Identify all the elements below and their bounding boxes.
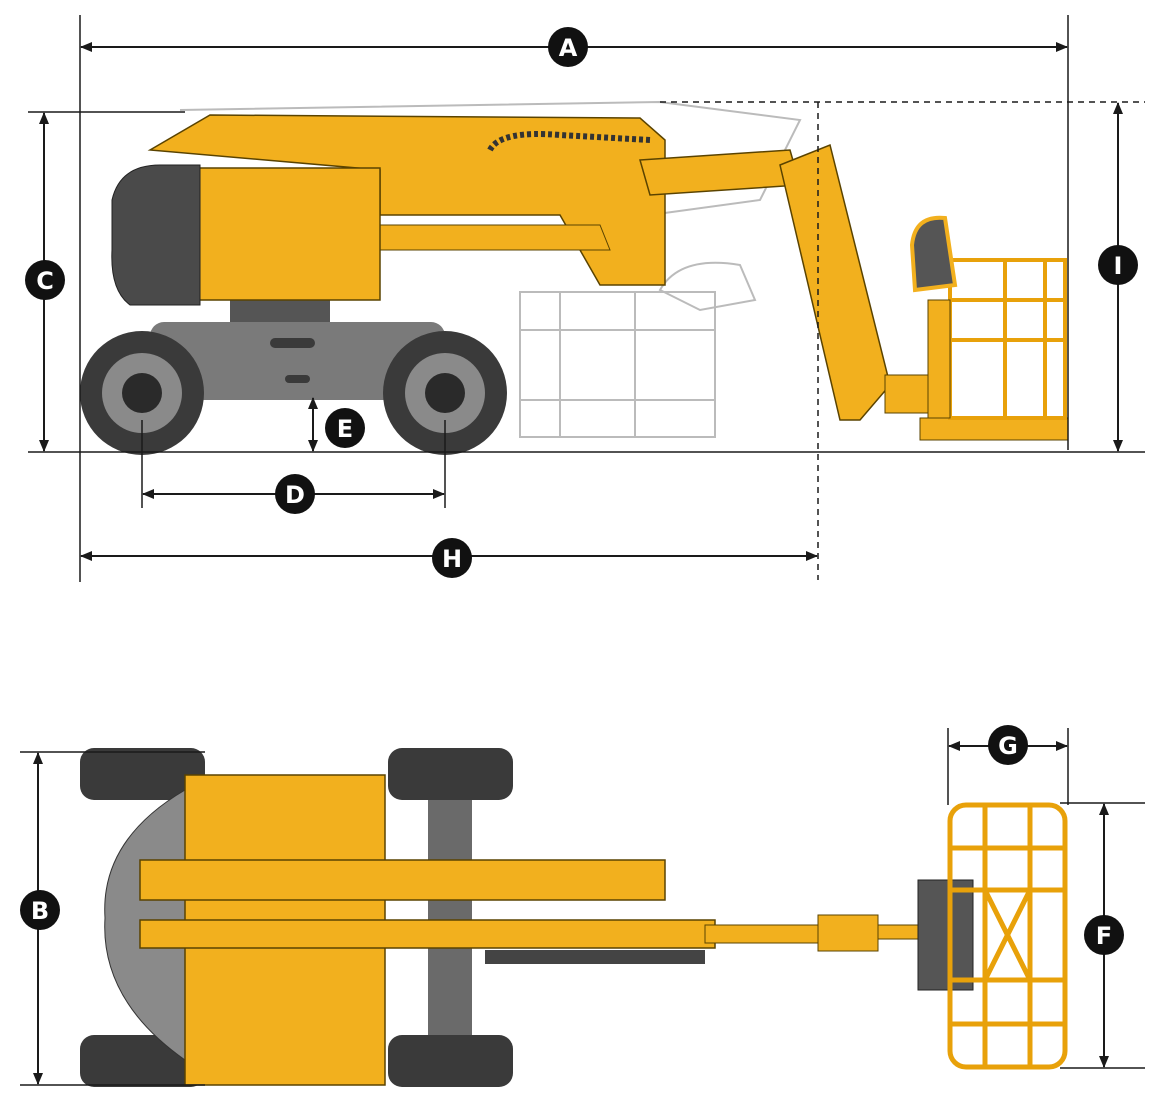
chassis <box>150 322 445 400</box>
jib-arm <box>779 143 891 421</box>
label-f: F <box>1084 915 1124 955</box>
front-wheel <box>383 331 507 455</box>
label-d: D <box>275 474 315 514</box>
platform-mount <box>917 879 974 991</box>
ghost-platform <box>179 100 802 438</box>
control-console <box>909 215 958 293</box>
svg-text:B: B <box>31 897 49 925</box>
platform-top <box>947 802 1068 1070</box>
svg-text:F: F <box>1096 922 1112 950</box>
turret <box>189 167 381 301</box>
top-view-machine <box>80 748 1068 1087</box>
svg-text:A: A <box>559 34 578 62</box>
main-boom-top <box>139 859 666 901</box>
platform-side <box>909 215 1069 441</box>
svg-text:C: C <box>36 267 54 295</box>
cable-chain <box>485 950 705 964</box>
label-b: B <box>20 890 60 930</box>
label-g: G <box>988 725 1028 765</box>
rear-wheel <box>80 331 204 455</box>
label-a: A <box>548 27 588 67</box>
svg-text:G: G <box>998 732 1018 760</box>
label-i: I <box>1098 245 1138 285</box>
svg-text:H: H <box>442 545 462 573</box>
extension-lines <box>20 15 1145 1086</box>
svg-text:E: E <box>337 415 353 443</box>
label-e: E <box>325 408 365 448</box>
label-h: H <box>432 538 472 578</box>
side-view-machine <box>80 100 1069 455</box>
label-c: C <box>25 260 65 300</box>
engine-cover <box>111 164 201 306</box>
svg-text:I: I <box>1114 252 1123 280</box>
svg-text:D: D <box>285 481 305 509</box>
